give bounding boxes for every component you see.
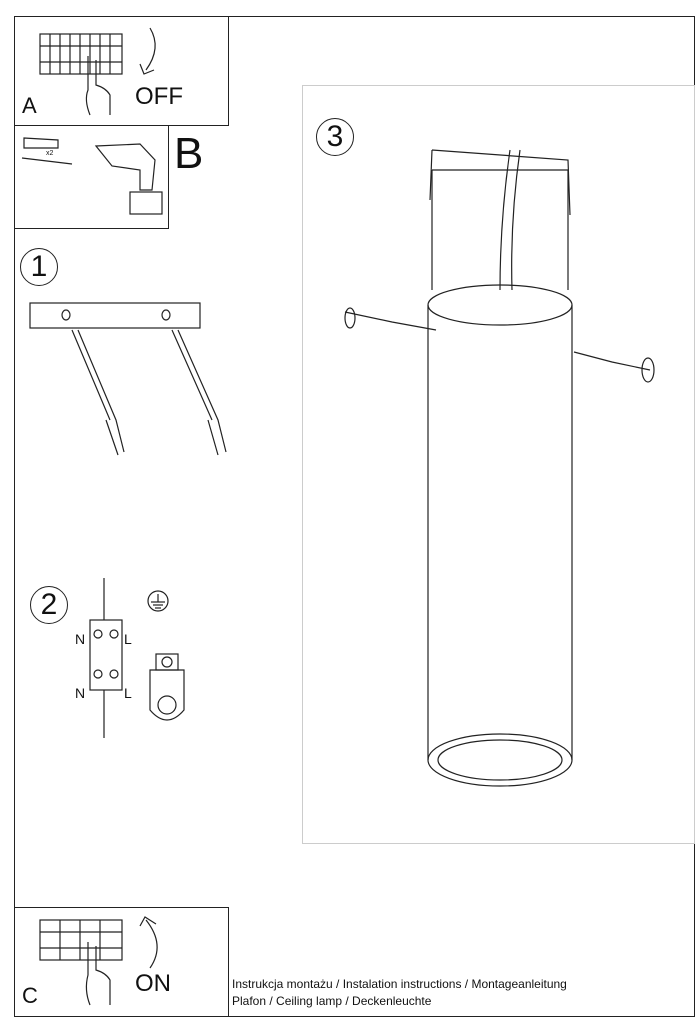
arrow-down-icon — [139, 27, 156, 75]
wall-plug-icon — [21, 137, 73, 165]
breaker-panel-icon — [39, 919, 123, 961]
caption-line-1: Instrukcja montażu / Instalation instruc… — [232, 977, 567, 991]
hand-icon — [85, 942, 111, 1006]
quantity-label: x2 — [46, 150, 54, 157]
step-3-number: 3 — [316, 118, 354, 156]
panel-b — [14, 125, 169, 229]
mounting-bar — [29, 302, 201, 329]
ground-symbol-icon — [147, 590, 169, 612]
neutral-label: N — [75, 685, 86, 701]
breaker-panel-icon — [39, 33, 123, 75]
panel-c — [14, 907, 229, 1017]
panel-b-letter: B — [174, 129, 204, 178]
step-1-number: 1 — [20, 248, 58, 286]
live-label: L — [124, 631, 132, 647]
screw-anchor-icon — [71, 329, 227, 456]
neutral-label: N — [75, 631, 86, 647]
ceiling-lamp-drawing — [344, 149, 655, 787]
terminal-block-icon — [89, 578, 123, 738]
ground-terminal-icon — [149, 653, 185, 721]
caption-line-2: Plafon / Ceiling lamp / Deckenleuchte — [232, 994, 432, 1008]
screw-icon — [344, 311, 437, 331]
on-label: ON — [135, 970, 171, 997]
hand-icon — [85, 56, 111, 116]
step-2-number: 2 — [30, 586, 68, 624]
step3-panel — [302, 85, 695, 844]
panel-c-letter: C — [22, 983, 38, 1008]
screw-icon — [573, 351, 651, 371]
off-label: OFF — [135, 83, 183, 110]
live-label: L — [124, 685, 132, 701]
panel-a-letter: A — [22, 93, 37, 118]
arrow-up-icon — [139, 916, 158, 969]
drill-icon — [94, 143, 163, 215]
